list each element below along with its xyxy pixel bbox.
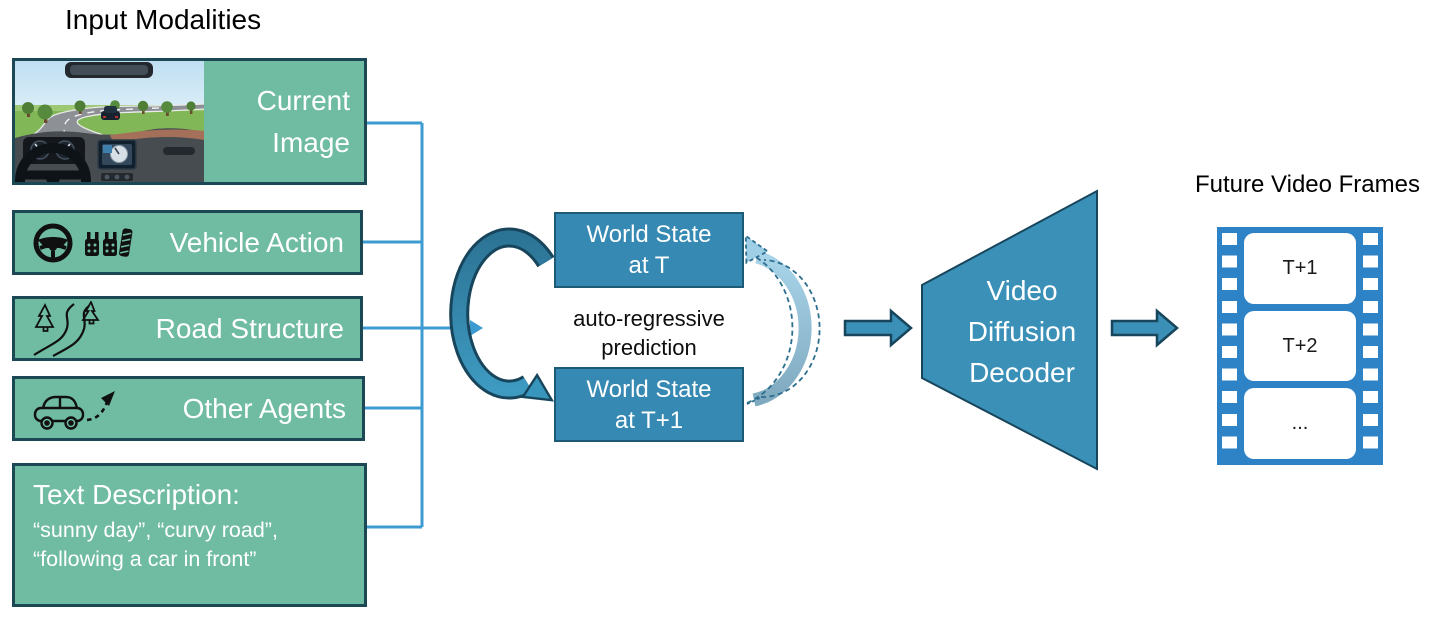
pine-trees-icon (34, 300, 100, 332)
car-icon (33, 395, 85, 430)
other-agents-box: Other Agents (12, 376, 365, 441)
dashboard (15, 128, 204, 182)
road-structure-box: Road Structure (12, 296, 363, 361)
decoder-label: Video Diffusion Decoder (967, 274, 1077, 388)
road-structure-icons (33, 300, 100, 357)
text-description-examples: “sunny day”, “curvy road”, “following a … (33, 518, 278, 571)
vehicle-action-icons (33, 223, 133, 262)
sprocket-holes-left (1222, 233, 1237, 459)
film-frame-label: T+2 (1282, 334, 1318, 357)
other-agents-label: Other Agents (182, 392, 346, 424)
auto-regressive-label: auto-regressive prediction (573, 306, 725, 360)
recurrence-arrow-solid (449, 227, 555, 402)
input-connectors (363, 121, 470, 529)
pedals-icon (85, 227, 133, 257)
lead-car (101, 106, 120, 120)
film-frame-label: ... (1291, 412, 1309, 435)
page-title: Input Modalities (65, 4, 262, 35)
other-agents-icons (33, 390, 115, 430)
text-description-box: Text Description: “sunny day”, “curvy ro… (12, 463, 367, 607)
film-frame: T+1 (1244, 233, 1356, 304)
world-state-t1-box: World State at T+1 (554, 367, 744, 442)
film-strip: T+1 T+2 ... (1217, 227, 1383, 465)
recurrence-arrow-dashed (744, 234, 821, 407)
film-frame: T+2 (1244, 310, 1356, 382)
road-structure-label: Road Structure (155, 312, 344, 344)
flow-arrow-left (843, 308, 913, 348)
film-frame-label: T+1 (1282, 256, 1318, 279)
driving-scene-thumbnail (15, 61, 204, 182)
vehicle-action-box: Vehicle Action (12, 210, 363, 275)
trajectory-arrow-icon (86, 390, 115, 421)
flow-arrow-right (1110, 308, 1179, 348)
current-image-label: Current Image (256, 84, 350, 158)
vehicle-action-label: Vehicle Action (169, 226, 344, 258)
current-image-box: Current Image (12, 58, 367, 185)
merge-arrowhead (470, 320, 483, 336)
film-frame: ... (1244, 388, 1356, 460)
future-frames-title: Future Video Frames (1195, 171, 1420, 198)
steering-wheel-icon (33, 223, 73, 262)
winding-road-icon (33, 302, 90, 357)
text-description-title: Text Description: (33, 479, 240, 510)
rearview-mirror-icon (65, 62, 153, 78)
world-state-t-box: World State at T (554, 212, 744, 288)
sprocket-holes-right (1363, 233, 1378, 459)
film-frames: T+1 T+2 ... (1244, 233, 1356, 460)
